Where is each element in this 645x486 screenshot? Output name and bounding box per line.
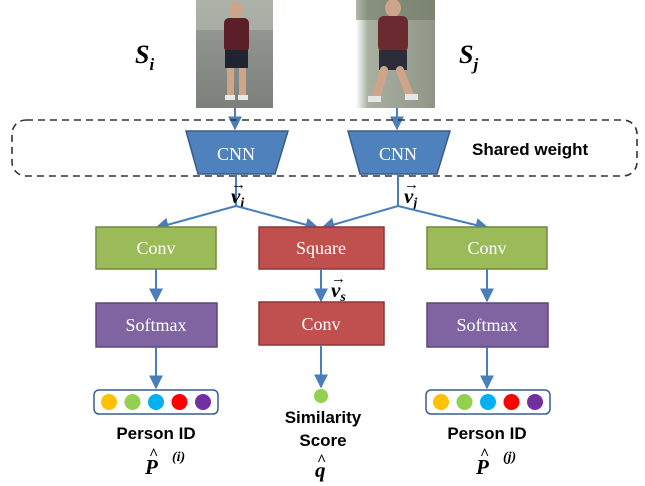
square-label: Square — [296, 238, 346, 258]
shared-weight-box — [11, 119, 638, 177]
person-id-symbol-right: ^ P (j) — [475, 446, 516, 479]
person-id-left-dot-3 — [148, 394, 164, 410]
person-id-left-dot-5 — [195, 394, 211, 410]
similarity-symbol: ^ q — [315, 452, 326, 482]
cnn-block-right: CNN — [347, 130, 452, 175]
similarity-title-line1: Similarity — [285, 408, 362, 427]
similarity-score-dot — [314, 389, 328, 403]
person-id-vector-left — [93, 389, 219, 415]
conv-label-left: Conv — [136, 238, 175, 258]
shared-weight-label: Shared weight — [472, 140, 589, 159]
conv-block-left: Conv — [95, 226, 217, 270]
softmax-block-right: Softmax — [426, 302, 549, 348]
svg-text:→: → — [231, 177, 246, 193]
conv-label-middle: Conv — [301, 314, 340, 334]
arrow-vi-to-square — [235, 205, 320, 232]
cnn-label-left: CNN — [217, 144, 255, 164]
arrow-vj-to-square — [320, 205, 399, 232]
person-id-symbol-left: ^ P (i) — [144, 446, 185, 479]
person-id-title-right: Person ID — [447, 424, 526, 443]
svg-text:^: ^ — [317, 452, 326, 469]
similarity-title-line2: Score — [299, 431, 346, 450]
arrow-vi-to-conv-left — [154, 205, 237, 232]
svg-text:→: → — [331, 271, 346, 287]
feature-label-vi: → vi — [231, 177, 246, 211]
svg-text:(i): (i) — [172, 450, 185, 465]
svg-text:vj: vj — [404, 184, 417, 211]
cnn-block-left: CNN — [185, 130, 290, 175]
person-id-right-dot-1 — [433, 394, 449, 410]
svg-text:^: ^ — [149, 446, 158, 463]
conv-block-middle: Conv — [258, 301, 385, 346]
input-label-right: Sj — [459, 40, 478, 74]
person-id-title-left: Person ID — [116, 424, 195, 443]
svg-text:q: q — [315, 458, 326, 482]
softmax-label-right: Softmax — [457, 315, 518, 335]
svg-text:vi: vi — [231, 184, 244, 211]
person-id-right-dot-5 — [527, 394, 543, 410]
svg-text:(j): (j) — [503, 450, 516, 465]
person-id-left-dot-4 — [171, 394, 188, 410]
feature-label-vj: → vj — [404, 177, 419, 211]
feature-label-vs: → vs — [331, 271, 346, 305]
person-id-left-dot-2 — [124, 394, 141, 410]
person-id-vector-right — [425, 389, 551, 415]
softmax-block-left: Softmax — [95, 302, 218, 348]
person-id-right-dot-2 — [456, 394, 473, 410]
conv-label-right: Conv — [467, 238, 506, 258]
input-label-left: Si — [135, 40, 154, 74]
arrow-vj-to-conv-right — [397, 205, 490, 232]
svg-text:P: P — [144, 455, 158, 479]
softmax-label-left: Softmax — [126, 315, 187, 335]
person-id-left-dot-1 — [101, 394, 117, 410]
person-id-right-dot-3 — [480, 394, 496, 410]
input-image-left — [196, 0, 273, 108]
square-block: Square — [258, 226, 385, 270]
cnn-label-right: CNN — [379, 144, 417, 164]
person-id-right-dot-4 — [503, 394, 520, 410]
svg-text:→: → — [404, 177, 419, 193]
svg-text:^: ^ — [480, 446, 489, 463]
svg-text:P: P — [475, 455, 489, 479]
svg-text:vs: vs — [331, 278, 346, 305]
input-image-right — [356, 0, 435, 108]
conv-block-right: Conv — [426, 226, 548, 270]
